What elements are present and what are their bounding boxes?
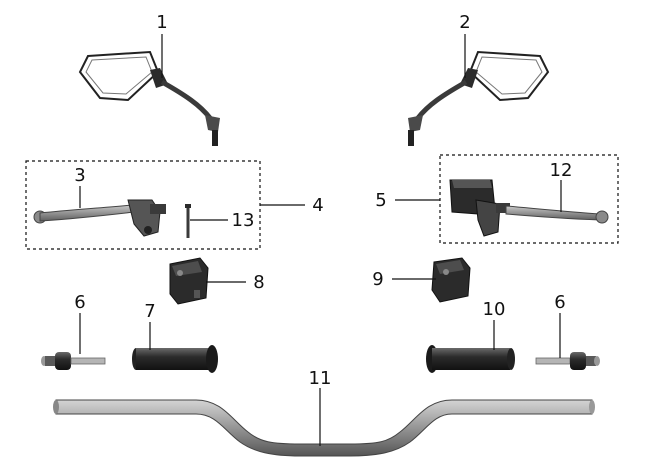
- right-handlebar-switch: [431, 257, 471, 303]
- callout-3: 3: [74, 165, 85, 186]
- left-bar-end: [41, 352, 106, 370]
- right-mirror: [408, 50, 550, 146]
- callout-6-left: 6: [74, 292, 85, 313]
- callout-9: 9: [372, 269, 383, 290]
- callout-8: 8: [253, 272, 264, 293]
- brake-master-cylinder: [449, 179, 510, 237]
- callout-13: 13: [232, 210, 255, 231]
- callout-11: 11: [309, 368, 332, 389]
- lever-bolt: [185, 204, 191, 238]
- callout-12: 12: [550, 160, 573, 181]
- right-grip: [426, 345, 515, 373]
- callout-2: 2: [459, 12, 470, 33]
- callout-10: 10: [483, 299, 506, 320]
- clutch-lever: [33, 199, 166, 237]
- left-grip: [132, 345, 218, 373]
- callout-1: 1: [156, 12, 167, 33]
- right-bar-end: [535, 352, 600, 370]
- right-lever-group-box: [439, 154, 619, 244]
- left-mirror: [78, 50, 220, 146]
- callout-4: 4: [312, 195, 323, 216]
- callout-6-right: 6: [554, 292, 565, 313]
- callout-5: 5: [375, 190, 386, 211]
- brake-lever: [505, 205, 609, 224]
- left-handlebar-switch: [169, 257, 209, 305]
- callout-7: 7: [144, 301, 155, 322]
- handlebar: [53, 399, 595, 457]
